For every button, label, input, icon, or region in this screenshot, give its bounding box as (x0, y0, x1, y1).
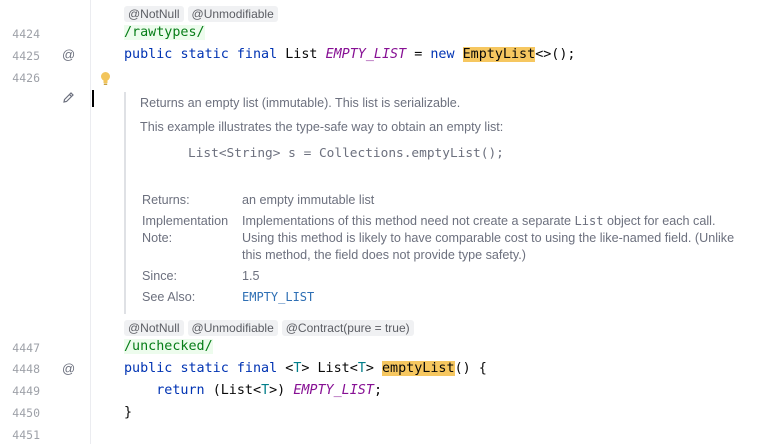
doc-impl-code: List (574, 214, 604, 228)
inlay-annotations: @NotNull @Unmodifiable @Contract(pure = … (124, 320, 414, 336)
annotation-hint[interactable]: @NotNull (124, 6, 184, 22)
punct: > (301, 361, 310, 376)
keyword: static (180, 361, 229, 376)
cast: >) (269, 383, 286, 398)
suppress-comment: /unchecked/ (124, 339, 213, 354)
code-line[interactable]: /rawtypes/ (124, 23, 205, 43)
code-line[interactable]: public static final <T> List<T> emptyLis… (124, 359, 487, 379)
cast: (List< (212, 383, 262, 398)
intention-bulb-icon[interactable] (100, 71, 111, 90)
editor-gutter (0, 0, 91, 444)
edit-doc-pencil-icon[interactable] (62, 91, 75, 108)
suppress-comment: /rawtypes/ (124, 25, 205, 40)
code-line[interactable]: } (124, 403, 132, 423)
text-caret (92, 90, 94, 107)
override-marker-icon[interactable]: @ (62, 361, 76, 376)
annotation-hint[interactable]: @Unmodifiable (187, 320, 278, 336)
doc-impl-label: Implementation Note: (142, 214, 229, 245)
highlighted-class-name: EmptyList (462, 47, 536, 62)
rendered-javadoc[interactable]: Returns an empty list (immutable). This … (124, 92, 746, 314)
doc-impl-value: Implementations of this method need not … (242, 213, 742, 264)
type-name: List (285, 47, 318, 62)
annotation-hint[interactable]: @Contract(pure = true) (281, 320, 414, 336)
line-number: 4448 (12, 362, 40, 376)
punct: ; (373, 383, 382, 398)
doc-returns-value: an empty immutable list (242, 193, 375, 207)
doc-example-text: This example illustrates the type-safe w… (140, 120, 504, 134)
type-parameter: T (261, 383, 270, 398)
doc-since-value: 1.5 (242, 269, 260, 283)
code-line[interactable]: public static final List EMPTY_LIST = ne… (124, 45, 576, 65)
field-name: EMPTY_LIST (293, 383, 374, 398)
keyword: final (236, 361, 278, 376)
line-number: 4449 (12, 384, 40, 398)
keyword: final (236, 47, 278, 62)
type-name: List (317, 361, 350, 376)
code-tail: <>(); (535, 47, 576, 62)
keyword: public (124, 361, 173, 376)
keyword: return (156, 383, 205, 398)
type-parameter: T (293, 361, 302, 376)
type-parameter: T (357, 361, 366, 376)
highlighted-method-name: emptyList (382, 361, 455, 376)
keyword: public (124, 47, 173, 62)
doc-code-sample: List<String> s = Collections.emptyList()… (188, 146, 504, 161)
keyword: new (430, 47, 455, 62)
code-line[interactable]: /unchecked/ (124, 337, 213, 357)
doc-seealso-link[interactable]: EMPTY_LIST (242, 290, 315, 304)
line-number: 4447 (12, 341, 40, 355)
doc-since-label: Since: (142, 269, 178, 283)
line-number: 4451 (12, 428, 40, 442)
override-marker-icon[interactable]: @ (62, 47, 76, 62)
annotation-hint[interactable]: @Unmodifiable (187, 6, 278, 22)
doc-impl-text: Implementations of this method need not … (242, 214, 575, 228)
doc-summary: Returns an empty list (immutable). This … (140, 96, 461, 110)
punct: < (285, 361, 294, 376)
field-name: EMPTY_LIST (325, 47, 407, 62)
doc-seealso-label: See Also: (142, 290, 196, 304)
line-number: 4450 (12, 406, 40, 420)
line-number: 4425 (12, 49, 40, 63)
line-number: 4426 (12, 71, 40, 85)
line-number: 4424 (12, 27, 40, 41)
inlay-annotations: @NotNull @Unmodifiable (124, 6, 278, 22)
doc-seealso-value: EMPTY_LIST (242, 289, 742, 306)
punct: < (349, 361, 358, 376)
doc-returns-label: Returns: (142, 193, 190, 207)
keyword: static (180, 47, 229, 62)
annotation-hint[interactable]: @NotNull (124, 320, 184, 336)
punct: > (365, 361, 374, 376)
code-tail: () { (454, 361, 487, 376)
close-brace: } (124, 405, 133, 420)
operator: = (414, 47, 423, 62)
code-line[interactable]: return (List<T>) EMPTY_LIST; (124, 381, 382, 401)
doc-impl-text: object for each call. Using this method … (242, 214, 735, 262)
